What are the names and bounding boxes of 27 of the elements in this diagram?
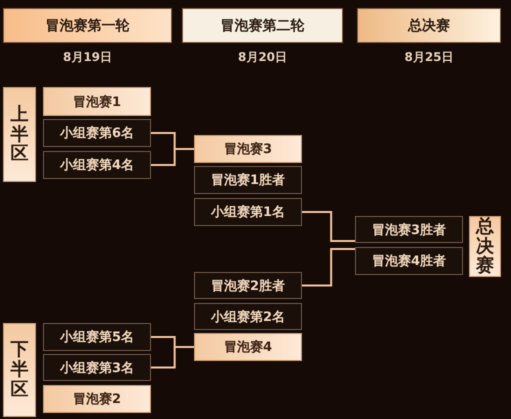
seed-box: 冒泡赛1胜者 (194, 166, 302, 194)
seed-box: 小组赛第3名 (43, 354, 151, 381)
date-label: 8月20日 (236, 49, 288, 66)
seed-box: 冒泡赛3胜者 (355, 216, 463, 243)
seed-box: 冒泡赛2胜者 (194, 272, 302, 299)
bracket-label: 上半区 (3, 87, 36, 182)
bracket-connector (151, 346, 194, 368)
match-box: 冒泡赛4 (194, 333, 302, 361)
seed-box: 小组赛第2名 (194, 303, 302, 330)
round-header: 冒泡赛第二轮 (182, 8, 343, 43)
bracket-connector (302, 248, 355, 286)
match-box: 冒泡赛2 (43, 385, 151, 413)
round-header: 总决赛 (357, 8, 501, 43)
bracket-label: 总决赛 (469, 216, 501, 277)
bracket-connector (151, 148, 194, 166)
date-label: 8月19日 (62, 49, 114, 66)
seed-box: 小组赛第5名 (43, 323, 151, 351)
seed-box: 小组赛第4名 (43, 151, 151, 179)
match-box: 冒泡赛3 (194, 135, 302, 163)
date-label: 8月25日 (403, 49, 455, 66)
seed-box: 小组赛第1名 (194, 198, 302, 226)
bracket-connector (302, 211, 355, 242)
round-header: 冒泡赛第一轮 (3, 8, 172, 43)
bracket-label: 下半区 (3, 323, 36, 417)
seed-box: 冒泡赛4胜者 (355, 247, 463, 275)
seed-box: 小组赛第6名 (43, 119, 151, 147)
match-box: 冒泡赛1 (43, 87, 151, 116)
